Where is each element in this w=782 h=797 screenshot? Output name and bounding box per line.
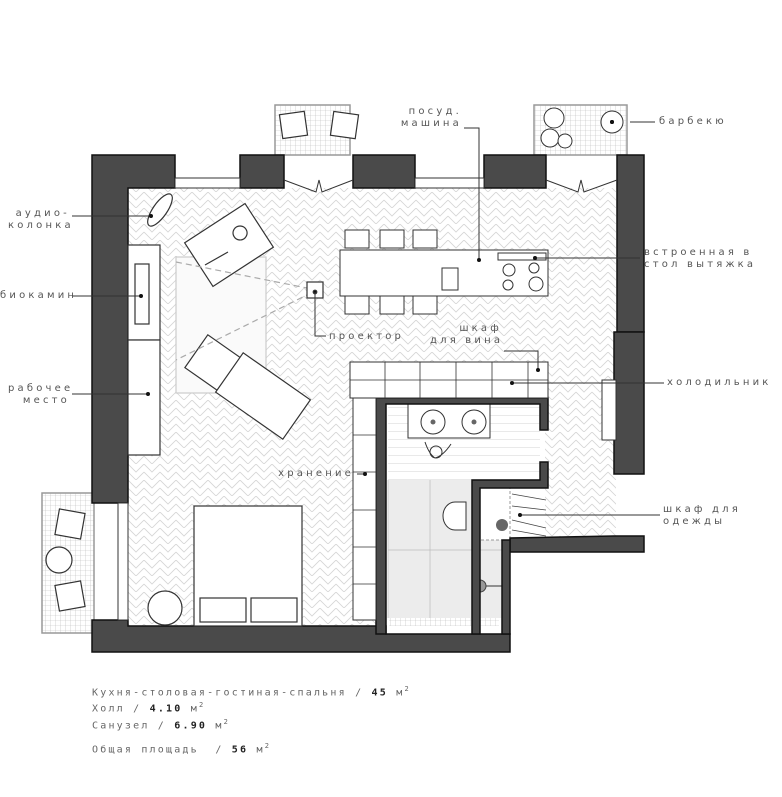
label-fridge: холодильник xyxy=(667,377,772,388)
storage-cabinet xyxy=(352,397,377,621)
person-figure-icon xyxy=(424,441,452,459)
balcony-top-right xyxy=(533,104,628,156)
summary-row-living: Кухня-столовая-гостиная-спальня / 45 м2 xyxy=(92,685,411,699)
summary-row-bathroom: Санузел / 6.90 м2 xyxy=(92,717,231,731)
reading-person-icon xyxy=(204,225,248,266)
label-hood: встроенная в стол вытяжка xyxy=(644,247,757,270)
round-ottoman-icon xyxy=(147,590,183,626)
sofa-icon xyxy=(214,351,312,441)
lounge-chair-icon xyxy=(54,508,86,540)
label-workplace: рабочее место xyxy=(8,383,74,406)
leader-lines xyxy=(72,121,664,516)
summary-row-total: Общая площадь / 56 м2 xyxy=(92,741,272,756)
kitchen-island xyxy=(339,229,549,315)
fridge-icon xyxy=(601,379,617,441)
wardrobe-closet xyxy=(477,487,547,541)
cabinets xyxy=(349,361,617,621)
label-barbecue: барбекю xyxy=(659,116,727,127)
bar-stool-icon xyxy=(344,229,438,315)
balcony-top-left xyxy=(274,104,360,156)
daybed-icon xyxy=(183,202,275,288)
label-storage: хранение xyxy=(278,468,354,479)
lounge-chair-icon xyxy=(278,110,360,140)
balcony-left xyxy=(41,492,95,634)
toilet-icon xyxy=(442,501,467,531)
area-summary: Кухня-столовая-гостиная-спальня / 45 м2 … xyxy=(92,683,411,756)
label-biofireplace: биокамин xyxy=(0,290,78,301)
walls xyxy=(91,154,645,653)
side-table-icon xyxy=(45,546,73,574)
bathroom xyxy=(387,403,540,626)
living-furniture xyxy=(127,193,324,627)
windows xyxy=(117,177,618,621)
label-wardrobe: шкаф для одежды xyxy=(663,504,741,527)
audio-speaker-icon xyxy=(147,193,173,227)
label-audio-speaker: аудио- колонка xyxy=(8,208,74,231)
label-wine-cabinet: шкаф для вина xyxy=(430,323,504,346)
leader-dots xyxy=(139,120,614,517)
lounge-chair-icon xyxy=(54,580,86,612)
cooktop-icon xyxy=(502,262,544,292)
plant-icon xyxy=(540,107,573,149)
summary-row-hall: Холл / 4.10 м2 xyxy=(92,701,206,715)
label-dishwasher: посуд. машина xyxy=(400,106,462,129)
label-projector: проектор xyxy=(329,331,405,342)
